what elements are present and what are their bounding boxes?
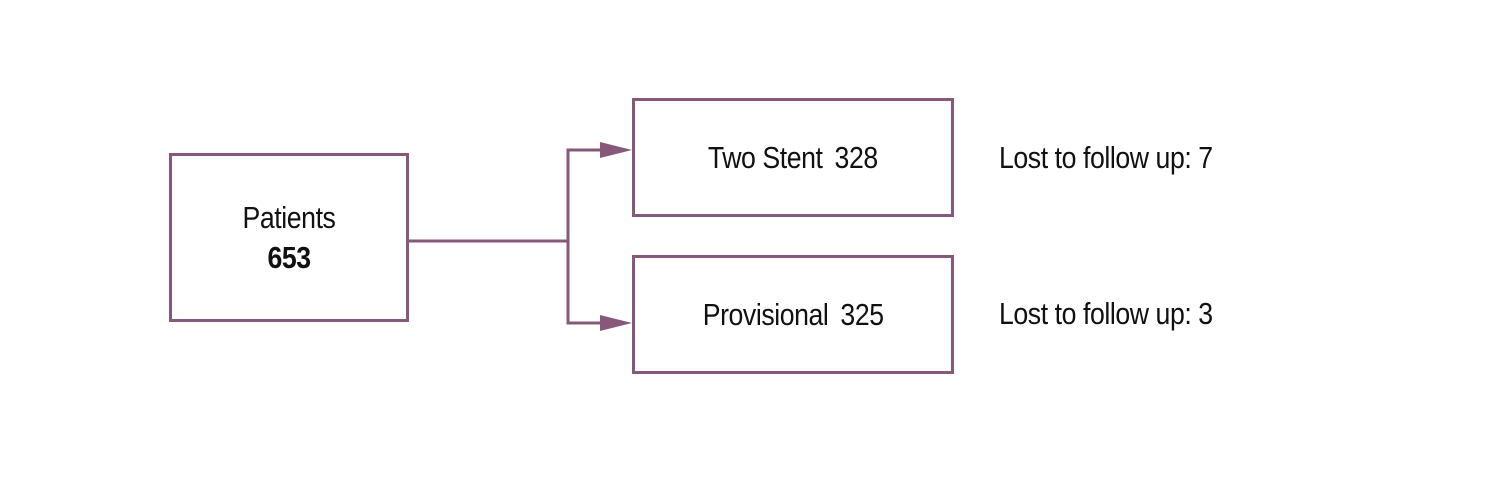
two-stent-count: 328 [834,139,879,175]
arrowhead-two-stent [600,142,632,158]
provisional-lost-to-follow-up: Lost to follow up: 3 [999,296,1213,331]
provisional-box: Provisional 325 [632,255,954,374]
two-stent-box: Two Stent 328 [632,98,954,217]
two-stent-text: Two Stent 328 [708,140,878,176]
arrowhead-provisional [600,315,632,331]
patients-box: Patients 653 [169,153,409,322]
two-stent-label: Two Stent [708,139,823,175]
two-stent-lost-to-follow-up: Lost to follow up: 7 [999,140,1213,175]
patients-count: 653 [267,239,311,275]
provisional-text: Provisional 325 [703,297,884,333]
provisional-count: 325 [840,296,884,332]
provisional-label: Provisional [702,296,829,332]
patients-label: Patients [242,199,336,235]
